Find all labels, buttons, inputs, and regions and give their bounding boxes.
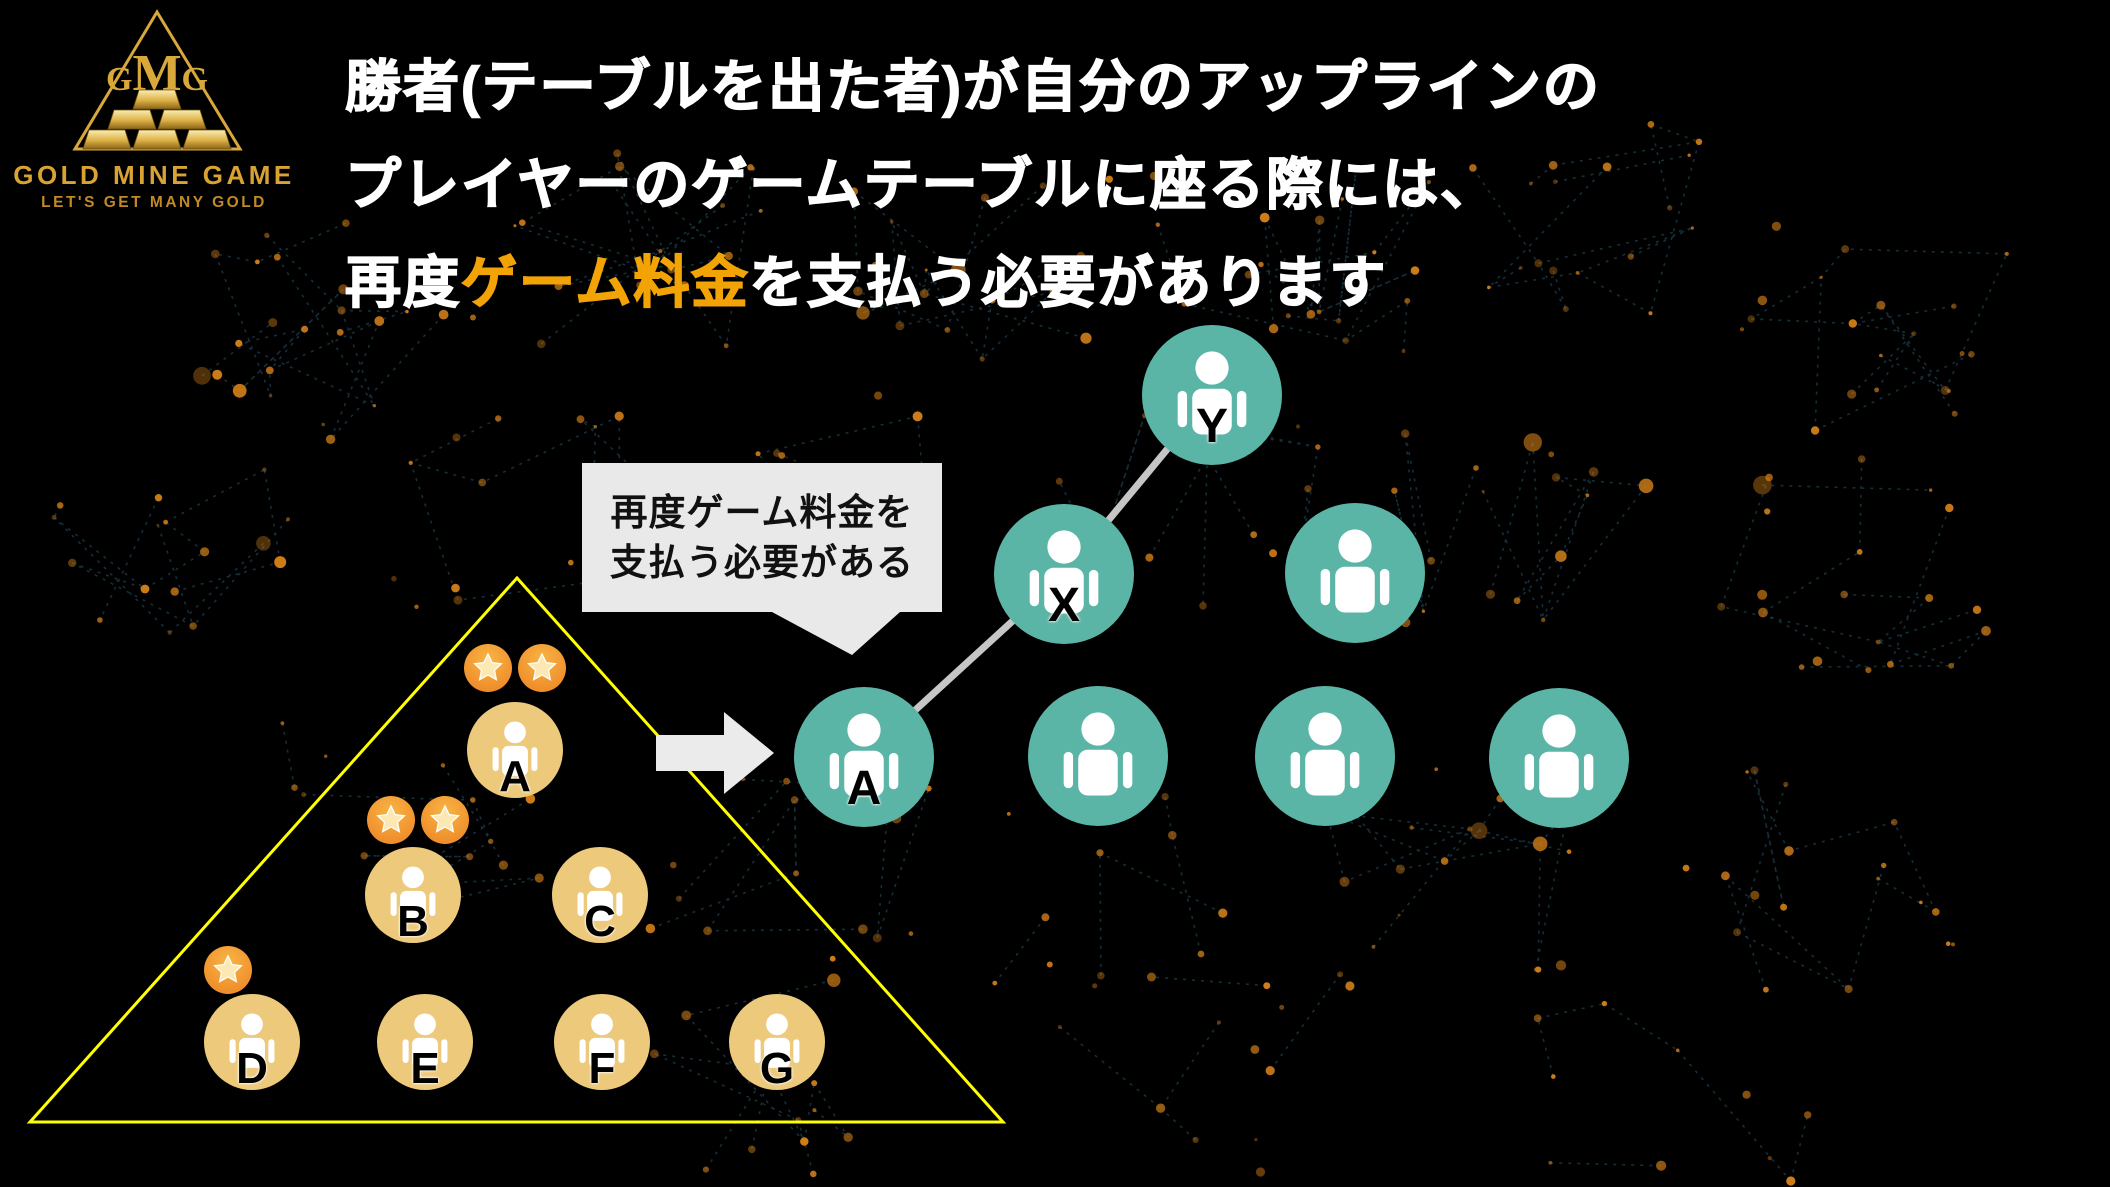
person-icon	[579, 1013, 625, 1068]
table-player-node-blank-6	[1489, 688, 1629, 828]
logo-tagline: LET'S GET MANY GOLD	[41, 194, 267, 211]
callout-pointer	[772, 612, 900, 655]
person-icon	[1524, 714, 1594, 798]
person-icon	[390, 866, 436, 921]
player-label: Y	[1195, 400, 1228, 453]
logo: GMG GOLD MINE GAME LET'S GET MANY GOLD	[12, 4, 297, 224]
player-label: A	[499, 752, 531, 801]
pyramid-player-node-f: F	[554, 994, 650, 1093]
heading-line-2: プレイヤーのゲームテーブルに座る際には、	[344, 152, 1499, 217]
table-player-node-blank-4	[1028, 686, 1168, 826]
player-label: D	[236, 1044, 268, 1093]
logo-title: GOLD MINE GAME	[13, 160, 295, 190]
player-label: F	[588, 1044, 616, 1093]
player-label: B	[397, 897, 429, 946]
table-player-node-blank-5	[1255, 686, 1395, 826]
heading-line-3-suffix: を支払う必要があります	[749, 250, 1388, 315]
pyramid-player-node-a: A	[467, 702, 563, 801]
person-icon	[754, 1013, 800, 1068]
pyramid-player-node-d: D	[204, 994, 300, 1093]
table-player-node-blank-2	[1285, 503, 1425, 643]
person-icon	[229, 1013, 275, 1068]
star-icon	[527, 652, 557, 681]
person-icon	[829, 713, 899, 797]
person-icon	[402, 1013, 448, 1068]
table-player-node-y: Y	[1142, 325, 1282, 465]
pyramid-player-node-e: E	[377, 994, 473, 1093]
person-icon	[1177, 351, 1247, 435]
star-icon	[473, 652, 503, 681]
player-label: X	[1047, 579, 1080, 632]
table-player-node-x: X	[994, 504, 1134, 644]
heading-highlight: ゲーム料金	[460, 250, 750, 315]
star-icon	[376, 804, 406, 833]
person-icon	[1290, 712, 1360, 796]
player-label: C	[584, 897, 616, 946]
flow-arrow	[656, 712, 774, 794]
pyramid-player-node-g: G	[729, 994, 825, 1093]
heading-line-3-prefix: 再度	[344, 250, 461, 315]
star-icon	[213, 954, 243, 983]
heading-line-3: 再度ゲーム料金を支払う必要があります	[344, 238, 1388, 319]
callout-bubble: 再度ゲーム料金を 支払う必要がある	[582, 463, 942, 612]
player-label: E	[410, 1044, 440, 1093]
left-pyramid-border	[26, 575, 1007, 1124]
person-icon	[1320, 529, 1390, 613]
player-label: A	[846, 762, 882, 815]
callout-text-line-1: 再度ゲーム料金を	[610, 491, 914, 533]
person-icon	[1063, 712, 1133, 796]
callout-text-line-2: 支払う必要がある	[610, 541, 914, 583]
star-badge	[204, 946, 252, 994]
player-label: G	[759, 1044, 795, 1093]
person-icon	[1029, 530, 1099, 614]
star-badge	[367, 796, 415, 844]
star-badge	[464, 644, 512, 692]
logo-gold-bars	[82, 89, 232, 150]
pyramid-player-node-b: B	[365, 847, 461, 946]
heading-line-1: 勝者(テーブルを出た者)が自分のアップラインの	[344, 54, 1601, 119]
star-badge	[518, 644, 566, 692]
star-badge	[421, 796, 469, 844]
table-player-node-a: A	[794, 687, 934, 827]
pyramid-player-node-c: C	[552, 847, 648, 946]
star-icon	[430, 804, 460, 833]
person-icon	[492, 721, 538, 776]
person-icon	[577, 866, 623, 921]
